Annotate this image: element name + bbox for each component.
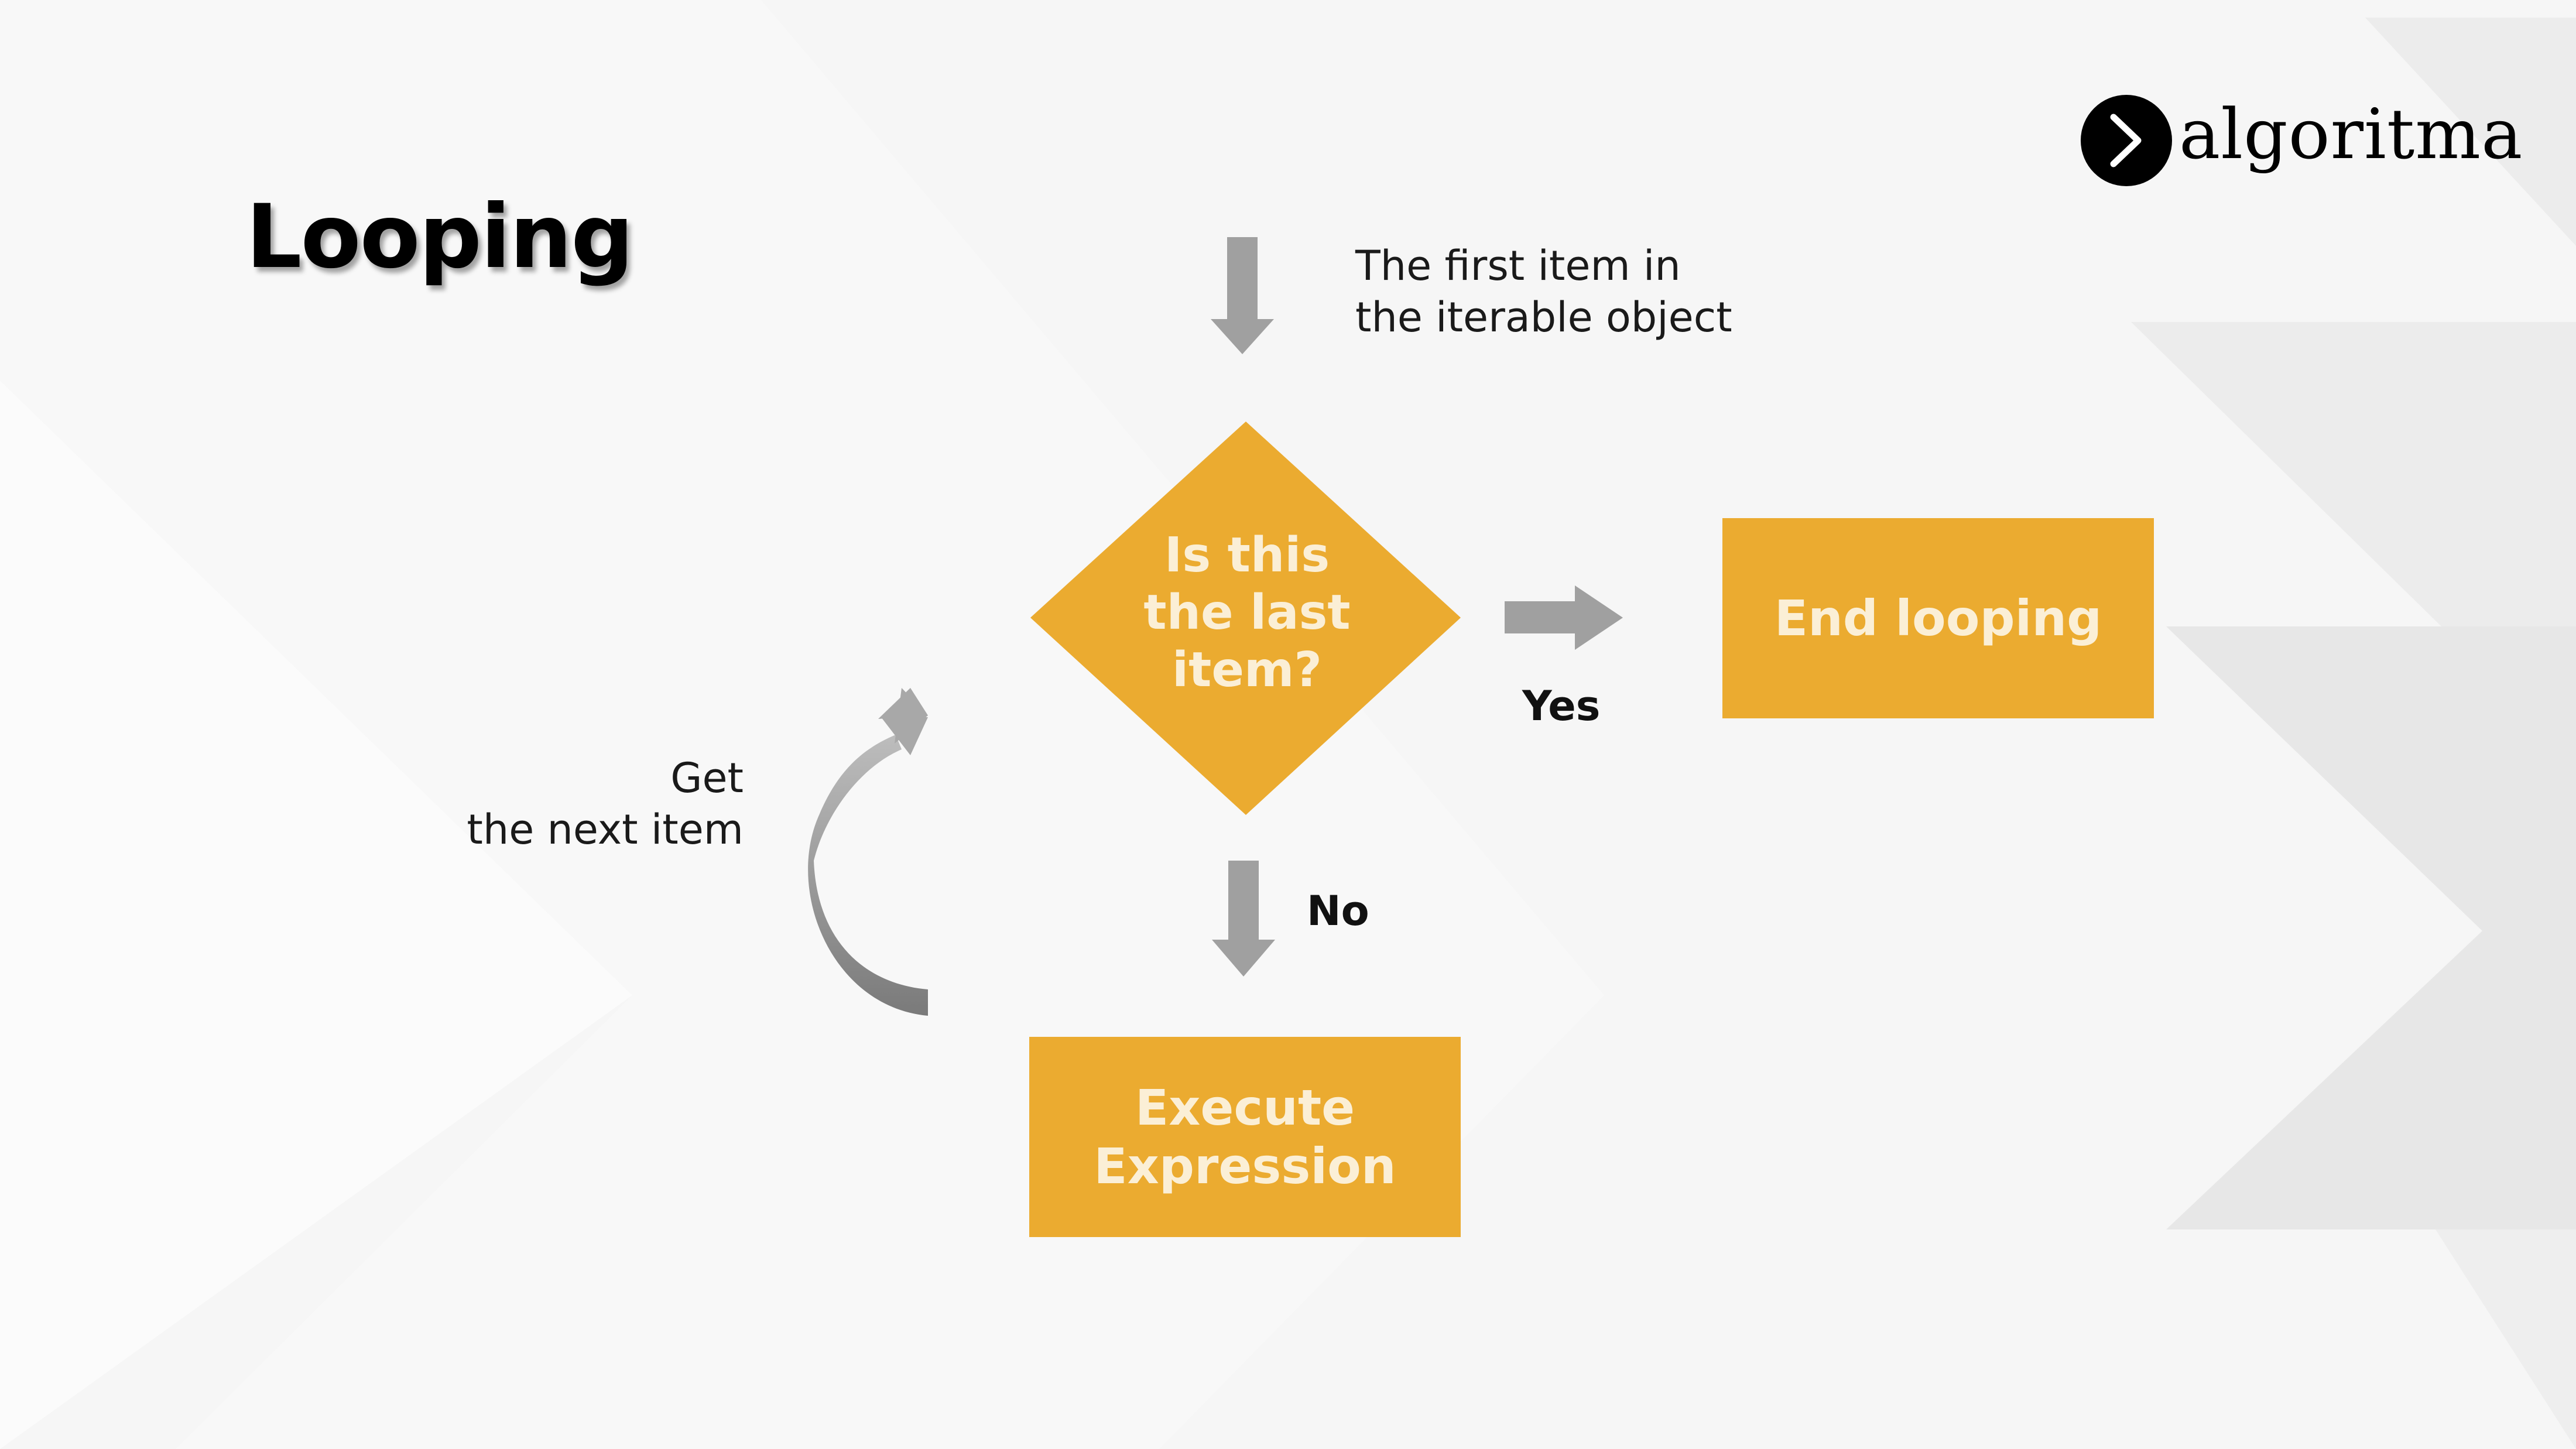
decision-line-1: Is this [1164, 527, 1330, 583]
end-looping-label: End looping [1774, 590, 2102, 647]
arrow-down-entry [1211, 237, 1274, 354]
note-first-item: The first item in the iterable object [1355, 240, 1732, 343]
yes-label: Yes [1522, 682, 1601, 730]
note-first-item-line-1: The first item in [1355, 242, 1681, 290]
bg-chevron-left [0, 381, 632, 1449]
no-label: No [1307, 887, 1369, 935]
arrow-curve-loop-back [808, 686, 928, 1016]
decision-line-3: item? [1172, 642, 1322, 698]
note-get-next: Get the next item [445, 752, 744, 855]
note-get-next-line-1: Get [670, 754, 744, 802]
bg-chevron-right-3 [2166, 626, 2576, 1229]
end-looping-box: End looping [1722, 518, 2154, 718]
note-get-next-line-2: the next item [467, 806, 744, 854]
arrow-right-yes [1505, 585, 1623, 650]
logo-text: algoritma [2179, 94, 2523, 174]
bg-chevron-right-4 [2435, 1229, 2576, 1449]
bg-chevron-right-2 [2131, 322, 2576, 626]
execute-expression-box: Execute Expression [1029, 1037, 1461, 1237]
note-first-item-line-2: the iterable object [1355, 293, 1732, 341]
decision-text: Is this the last item? [1030, 527, 1464, 699]
decision-line-2: the last [1143, 585, 1351, 640]
logo-circle [2081, 95, 2172, 186]
arrow-down-no [1212, 861, 1275, 977]
page-title: Looping [246, 186, 634, 288]
execute-line-1: Execute [1135, 1079, 1355, 1136]
decision-diamond [1030, 422, 1461, 815]
bg-chevron-right-1 [2365, 18, 2576, 246]
execute-line-2: Expression [1094, 1138, 1396, 1195]
